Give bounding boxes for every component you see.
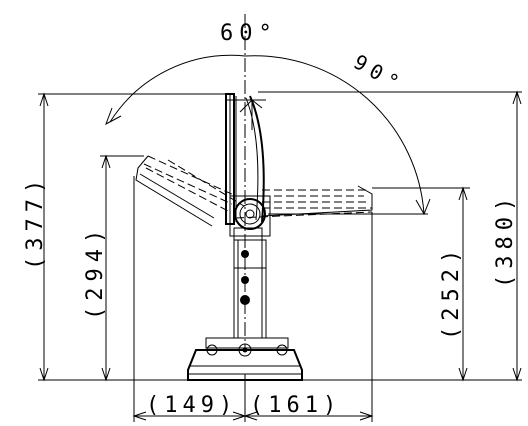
- base: [187, 337, 303, 381]
- angle-label-60: 60°: [220, 21, 278, 46]
- dim-bottom-left-width: (149): [146, 393, 237, 418]
- dim-left-total-height: (377): [23, 174, 48, 270]
- panel-tilted-left: [135, 155, 245, 227]
- panel-tilted-right: [235, 185, 373, 219]
- pole: [233, 239, 267, 339]
- dim-right-total-height: (380): [493, 192, 518, 288]
- dim-right-mid-height: (252): [439, 244, 464, 340]
- hinge: [229, 195, 271, 241]
- dim-bottom-right-width: (161): [250, 393, 341, 418]
- angle-label-90: 90°: [350, 50, 409, 98]
- dim-left-mid-height: (294): [83, 224, 108, 320]
